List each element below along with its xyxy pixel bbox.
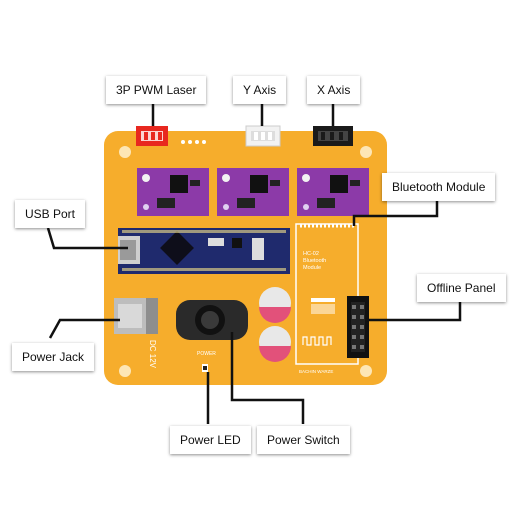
offline-panel-header [347,296,369,358]
power-switch [176,300,248,340]
leader-bt [352,201,439,226]
x-axis-connector [313,126,353,146]
label-x-axis: X Axis [307,76,361,104]
capacitor [259,326,291,362]
power-jack [114,298,158,334]
laser-connector [136,126,168,146]
stepper-driver [217,168,289,216]
label-power-led: Power LED [170,426,251,454]
label-y-axis: Y Axis [233,76,287,104]
stepper-driver [297,168,369,216]
mounting-hole [360,146,372,158]
dc-12v-text: DC 12V [148,340,157,369]
mounting-hole [119,365,131,377]
y-axis-connector [245,125,281,147]
bt-label-line2: Bluetooth [303,258,326,264]
mounting-hole [119,146,131,158]
label-power-jack: Power Jack [12,343,95,371]
label-bluetooth-module: Bluetooth Module [382,173,496,201]
leader-switch [230,332,305,424]
bt-label-line3: Module [303,265,321,271]
header-pins [181,140,206,144]
power-text: POWER [197,351,216,357]
leader-offline [366,302,462,322]
leader-usb [46,227,128,250]
power-led [202,364,208,372]
bt-board-code: BACHIN WARZE [299,369,333,374]
label-power-switch: Power Switch [257,426,350,454]
stepper-driver [137,168,209,216]
arduino-nano [118,228,290,274]
leader-lines [46,104,462,424]
bt-label-line1: HC-02 [303,251,319,257]
label-offline-panel: Offline Panel [417,274,506,302]
capacitor [259,287,291,323]
mounting-hole [360,365,372,377]
label-3p-pwm-laser: 3P PWM Laser [106,76,207,104]
leader-jack [48,318,120,339]
label-usb-port: USB Port [15,200,86,228]
